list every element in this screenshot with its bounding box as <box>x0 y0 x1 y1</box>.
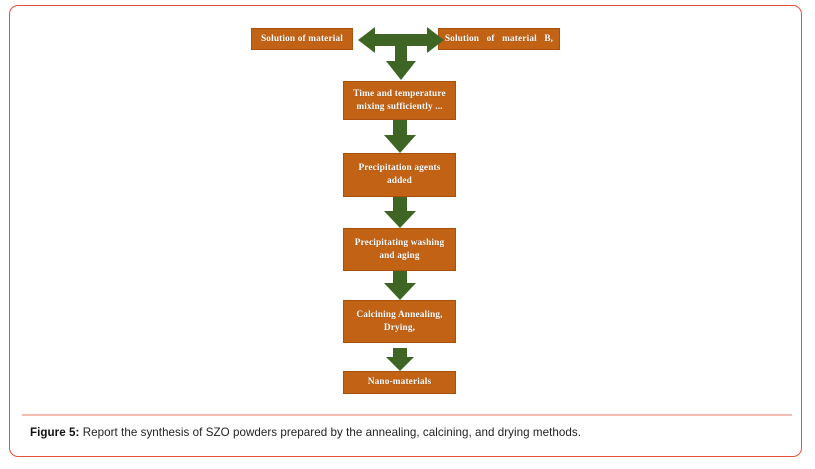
flow-node-washing-aging[interactable]: Precipitating washing and aging <box>343 228 456 271</box>
flow-node-mixing[interactable]: Time and temperature mixing sufficiently… <box>343 81 456 120</box>
figure-caption: Figure 5: Report the synthesis of SZO po… <box>30 425 790 441</box>
down-arrow-icon-4 <box>382 348 418 372</box>
flow-node-solution-b[interactable]: Solution of material B, <box>438 28 560 50</box>
flow-node-label: Solution of material B, <box>444 33 554 44</box>
figure-caption-text: Report the synthesis of SZO powders prep… <box>79 426 582 439</box>
caption-divider <box>22 414 792 416</box>
flow-node-precipitation-agents[interactable]: Precipitation agents added <box>343 153 456 197</box>
flow-node-label: Time and temperature mixing sufficiently… <box>353 88 446 112</box>
flow-node-solution-a[interactable]: Solution of material <box>251 28 353 50</box>
flow-node-label: Nano-materials <box>367 377 432 387</box>
down-arrow-icon-2 <box>382 197 418 229</box>
flow-node-label: Precipitation agents added <box>358 163 441 186</box>
flow-node-label: Precipitating washing and aging <box>354 237 445 261</box>
figure-caption-label: Figure 5: <box>30 426 80 439</box>
down-arrow-icon-1 <box>382 120 418 154</box>
flow-node-nano-materials[interactable]: Nano-materials <box>343 371 456 394</box>
tri-directional-arrow-icon <box>358 23 444 81</box>
flow-node-calcining-annealing[interactable]: Calcining Annealing, Drying, <box>343 300 456 343</box>
down-arrow-icon-3 <box>382 271 418 301</box>
flow-node-label: Solution of material <box>260 33 344 44</box>
flowchart-diagram: Solution of material Solution of materia… <box>251 23 560 394</box>
flow-node-label: Calcining Annealing, Drying, <box>356 309 443 333</box>
